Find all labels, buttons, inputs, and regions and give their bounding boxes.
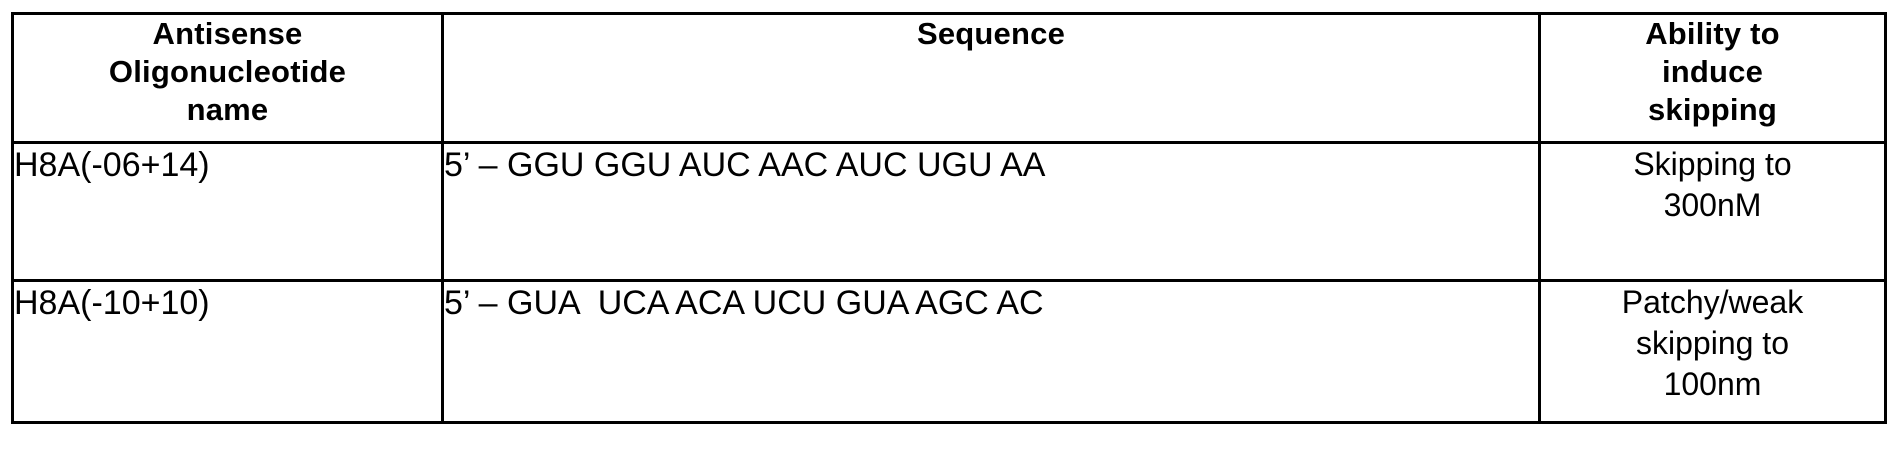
- column-header-antisense-oligonucleotide-name: Antisense Oligonucleotide name: [11, 12, 444, 144]
- ability-line: Skipping to: [1633, 146, 1792, 182]
- header-line: Ability to: [1645, 16, 1780, 51]
- column-header-sequence: Sequence: [441, 12, 1541, 144]
- ability-line: skipping to: [1636, 325, 1789, 361]
- header-line: Sequence: [916, 16, 1066, 51]
- antisense-oligonucleotide-table: Antisense Oligonucleotide name Sequence …: [11, 12, 1887, 424]
- header-line: name: [186, 92, 269, 127]
- cell-ability-to-induce-skipping: Skipping to 300nM: [1538, 141, 1887, 282]
- table-header-row: Antisense Oligonucleotide name Sequence …: [11, 12, 1887, 144]
- header-line: Antisense: [152, 16, 303, 51]
- cell-oligo-name: H8A(-10+10): [11, 279, 444, 424]
- table-row: H8A(-10+10) 5’ – GUA UCA ACA UCU GUA AGC…: [11, 279, 1887, 424]
- table-row: H8A(-06+14) 5’ – GGU GGU AUC AAC AUC UGU…: [11, 141, 1887, 282]
- cell-sequence: 5’ – GGU GGU AUC AAC AUC UGU AA: [441, 141, 1541, 282]
- ability-line: Patchy/weak: [1621, 284, 1804, 320]
- column-header-ability-to-induce-skipping: Ability to induce skipping: [1538, 12, 1887, 144]
- ability-line: 100nm: [1663, 366, 1762, 402]
- header-line: induce: [1661, 54, 1764, 89]
- ability-line: 300nM: [1663, 187, 1762, 223]
- cell-ability-to-induce-skipping: Patchy/weak skipping to 100nm: [1538, 279, 1887, 424]
- header-line: skipping: [1647, 92, 1778, 127]
- cell-oligo-name: H8A(-06+14): [11, 141, 444, 282]
- cell-sequence: 5’ – GUA UCA ACA UCU GUA AGC AC: [441, 279, 1541, 424]
- header-line: Oligonucleotide: [108, 54, 347, 89]
